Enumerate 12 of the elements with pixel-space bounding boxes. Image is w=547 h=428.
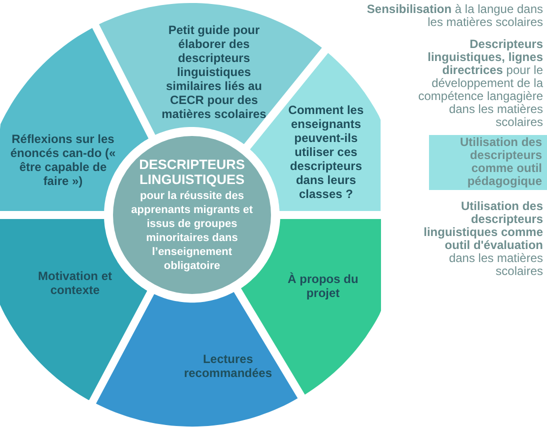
segment-title: Comment les enseignants peuvent-ils utiliser ces descripteurs dans leurs classes ? bbox=[287, 102, 365, 201]
segment-title: À propos du projet bbox=[286, 272, 360, 300]
segment-title: Lectures recommandées bbox=[182, 352, 273, 380]
menu-item: Descripteurs linguistiques, lignes directrices pour le développement de la compétence langagière dans les matières scolaires bbox=[418, 38, 543, 129]
menu-item: Sensibilisation à la langue dans les matières scolaires bbox=[366, 3, 543, 29]
menu-item: Utilisation des descripteurs linguistiques comme outil d'évaluation dans les matières scolaires bbox=[422, 200, 543, 278]
menu-item-highlighted: Utilisation des descripteurs comme outil pédagogique bbox=[429, 135, 547, 190]
segment-title: Réflexions sur les énoncés can-do (« être capable de faire ») bbox=[9, 132, 117, 188]
segment-title: Motivation et contexte bbox=[37, 269, 113, 297]
center-subtitle: pour la réussite des apprenants migrants et issus de groupes minoritaires dans l’enseignement obligatoire bbox=[130, 189, 254, 273]
segment-title: Petit guide pour élaborer des descripteurs linguistiques similaires liés au CECR pour des matières scolaires bbox=[160, 22, 268, 121]
center-title: DESCRIPTEURS LINGUISTIQUES bbox=[138, 157, 246, 187]
